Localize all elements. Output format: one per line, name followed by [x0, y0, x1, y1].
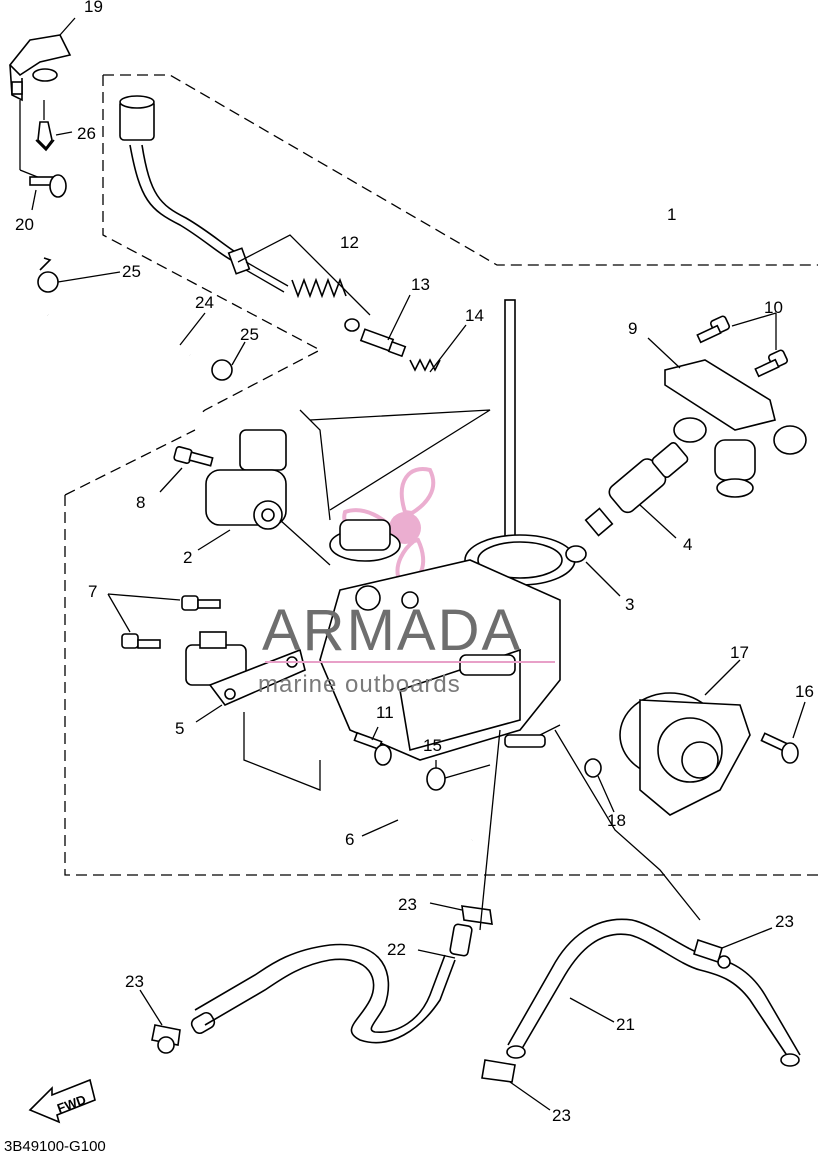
callout-20: 20 — [15, 215, 34, 234]
callout-22: 22 — [387, 940, 406, 959]
assembly-boundary — [102, 75, 322, 415]
part-18 — [584, 758, 602, 778]
sensor-5 — [185, 631, 306, 706]
callout-10: 10 — [764, 298, 783, 317]
hose-22 — [190, 923, 473, 1044]
callout-1: 1 — [667, 205, 676, 224]
clamp-23-d — [481, 1059, 516, 1083]
callout-19: 19 — [84, 0, 103, 16]
callout-25-b: 25 — [240, 325, 259, 344]
sensor-2 — [205, 429, 287, 530]
clamp-25-top — [37, 257, 59, 293]
screw-7-b — [121, 633, 161, 649]
callout-9: 9 — [628, 319, 637, 338]
o-ring-3 — [565, 545, 587, 563]
callout-14: 14 — [465, 306, 484, 325]
hose-24-inner — [42, 312, 192, 379]
callout-15: 15 — [423, 736, 442, 755]
clamp-23-b — [151, 1024, 181, 1054]
callout-17: 17 — [730, 643, 749, 662]
callout-13: 13 — [411, 275, 430, 294]
callout-23-c: 23 — [775, 912, 794, 931]
fuel-rail-9 — [664, 359, 807, 498]
callout-5: 5 — [175, 719, 184, 738]
callout-8: 8 — [136, 493, 145, 512]
clip-26 — [35, 121, 55, 152]
callout-25-a: 25 — [122, 262, 141, 281]
assembly-boundary-lower — [64, 495, 818, 876]
cable-12 — [119, 95, 360, 332]
watermark-subtitle: marine outboards — [258, 671, 461, 698]
callout-11: 11 — [376, 703, 394, 722]
callout-26: 26 — [77, 124, 96, 143]
watermark-title: ARMADA — [262, 598, 522, 663]
cover-17 — [619, 692, 751, 816]
fitting-13 — [359, 328, 407, 358]
callout-6: 6 — [345, 830, 354, 849]
hose-21 — [506, 918, 801, 1067]
callout-23-d: 23 — [552, 1106, 571, 1125]
clamp-23-c — [693, 938, 731, 969]
callout-3: 3 — [625, 595, 634, 614]
callout-21: 21 — [616, 1015, 635, 1034]
callout-12: 12 — [340, 233, 359, 252]
callout-16: 16 — [795, 682, 814, 701]
clamp-25-mid — [211, 359, 233, 381]
callout-23-b: 23 — [125, 972, 144, 991]
fwd-arrow-icon: FWD — [28, 1078, 96, 1124]
bracket-19 — [8, 34, 72, 102]
bolt-20 — [29, 174, 67, 198]
callout-18: 18 — [607, 811, 626, 830]
screw-8 — [173, 446, 214, 467]
callout-7: 7 — [88, 582, 97, 601]
assembly-boundary-lower — [64, 429, 196, 496]
screw-11 — [353, 731, 392, 766]
callout-23-a: 23 — [398, 895, 417, 914]
assembly-boundary — [103, 74, 818, 266]
screw-10-b — [754, 349, 789, 378]
injector-4 — [584, 442, 689, 537]
clamp-23-a — [461, 905, 493, 925]
washer-15 — [426, 767, 446, 791]
screw-10-a — [696, 315, 731, 344]
callout-24: 24 — [195, 293, 214, 312]
callout-2: 2 — [183, 548, 192, 567]
throttle-body — [319, 299, 576, 761]
callout-4: 4 — [683, 535, 692, 554]
spring-14 — [409, 358, 441, 372]
diagram-code: 3B49100-G100 — [4, 1138, 106, 1155]
screw-7-a — [181, 595, 221, 611]
screw-16 — [760, 732, 799, 764]
